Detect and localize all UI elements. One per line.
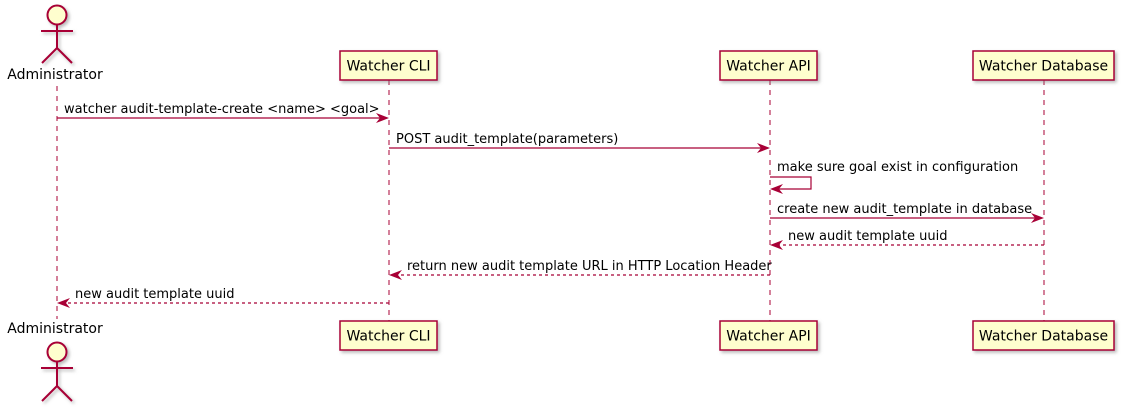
participant-box-watcher-cli-top	[339, 50, 438, 81]
actor-icon-top	[41, 4, 73, 64]
message-2-label: POST audit_template(parameters)	[396, 132, 618, 147]
actor-icon-bottom	[41, 341, 73, 402]
participant-label-watcher-cli-top: Watcher CLI	[346, 59, 430, 75]
actor-head-icon	[46, 341, 68, 363]
message-1-label: watcher audit-template-create <name> <go…	[64, 102, 380, 117]
actor-head-icon	[46, 4, 68, 26]
actor-label-bottom: Administrator	[7, 321, 103, 337]
participant-box-watcher-api-top	[719, 50, 818, 81]
participant-label-watcher-database-top: Watcher Database	[979, 59, 1108, 75]
participant-box-watcher-cli-bottom	[339, 320, 438, 351]
participant-label-watcher-api-top: Watcher API	[726, 59, 811, 75]
message-7-label: new audit template uuid	[75, 287, 234, 302]
message-4-label: create new audit_template in database	[777, 202, 1032, 217]
message-3-self-arrow	[770, 176, 812, 190]
message-4-arrowhead-icon	[1031, 213, 1044, 223]
message-5-label: new audit template uuid	[788, 229, 947, 244]
message-1-arrowhead-icon	[376, 113, 389, 123]
message-6-label: return new audit template URL in HTTP Lo…	[407, 259, 772, 274]
message-3-label: make sure goal exist in configuration	[777, 160, 1018, 175]
participant-box-watcher-database-bottom	[972, 320, 1115, 351]
message-6-arrowhead-icon	[389, 270, 402, 280]
participant-label-watcher-cli-bottom: Watcher CLI	[346, 329, 430, 345]
participant-label-watcher-api-bottom: Watcher API	[726, 329, 811, 345]
message-3-arrowhead-icon	[770, 184, 783, 194]
message-5-arrowhead-icon	[770, 240, 783, 250]
participant-box-watcher-database-top	[972, 50, 1115, 81]
actor-label-top: Administrator	[7, 67, 103, 83]
actor-body-icon	[41, 24, 73, 64]
message-2-arrowhead-icon	[757, 143, 770, 153]
message-7-arrowhead-icon	[57, 298, 70, 308]
participant-label-watcher-database-bottom: Watcher Database	[979, 329, 1108, 345]
participant-box-watcher-api-bottom	[719, 320, 818, 351]
actor-body-icon	[41, 361, 73, 402]
